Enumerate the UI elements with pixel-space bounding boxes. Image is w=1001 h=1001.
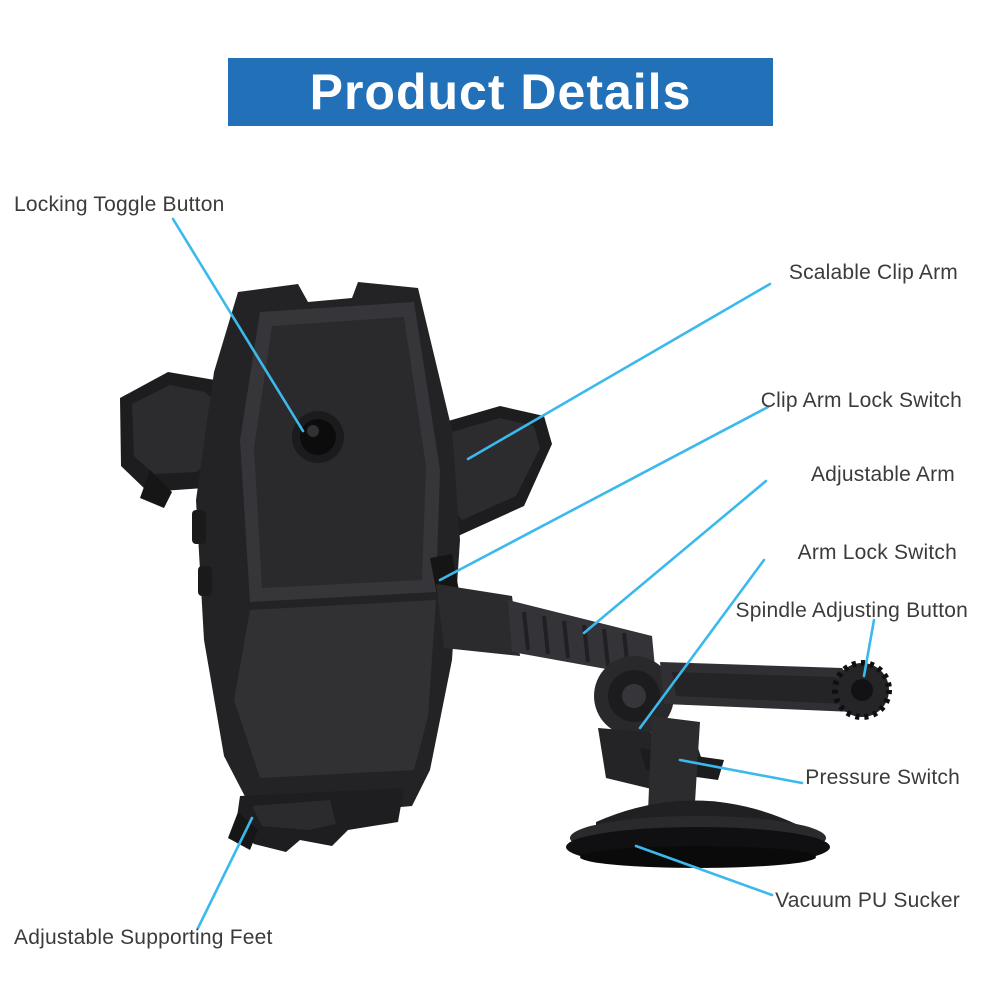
label-pressure-switch: Pressure Switch [805,766,960,789]
label-arm-lock-switch: Arm Lock Switch [797,541,957,564]
suction-base [566,800,830,868]
label-locking-toggle-button: Locking Toggle Button [14,193,225,216]
label-vacuum-pu-sucker: Vacuum PU Sucker [775,889,960,912]
label-clip-arm-lock-switch: Clip Arm Lock Switch [760,389,962,412]
phone-holder [120,282,552,852]
label-adjustable-arm: Adjustable Arm [810,463,955,486]
page-title: Product Details [309,64,692,120]
title-banner: Product Details [228,58,773,126]
label-spindle-adjusting-button: Spindle Adjusting Button [735,599,968,622]
label-adjustable-supporting-feet: Adjustable Supporting Feet [14,926,273,949]
label-scalable-clip-arm: Scalable Clip Arm [788,261,958,284]
